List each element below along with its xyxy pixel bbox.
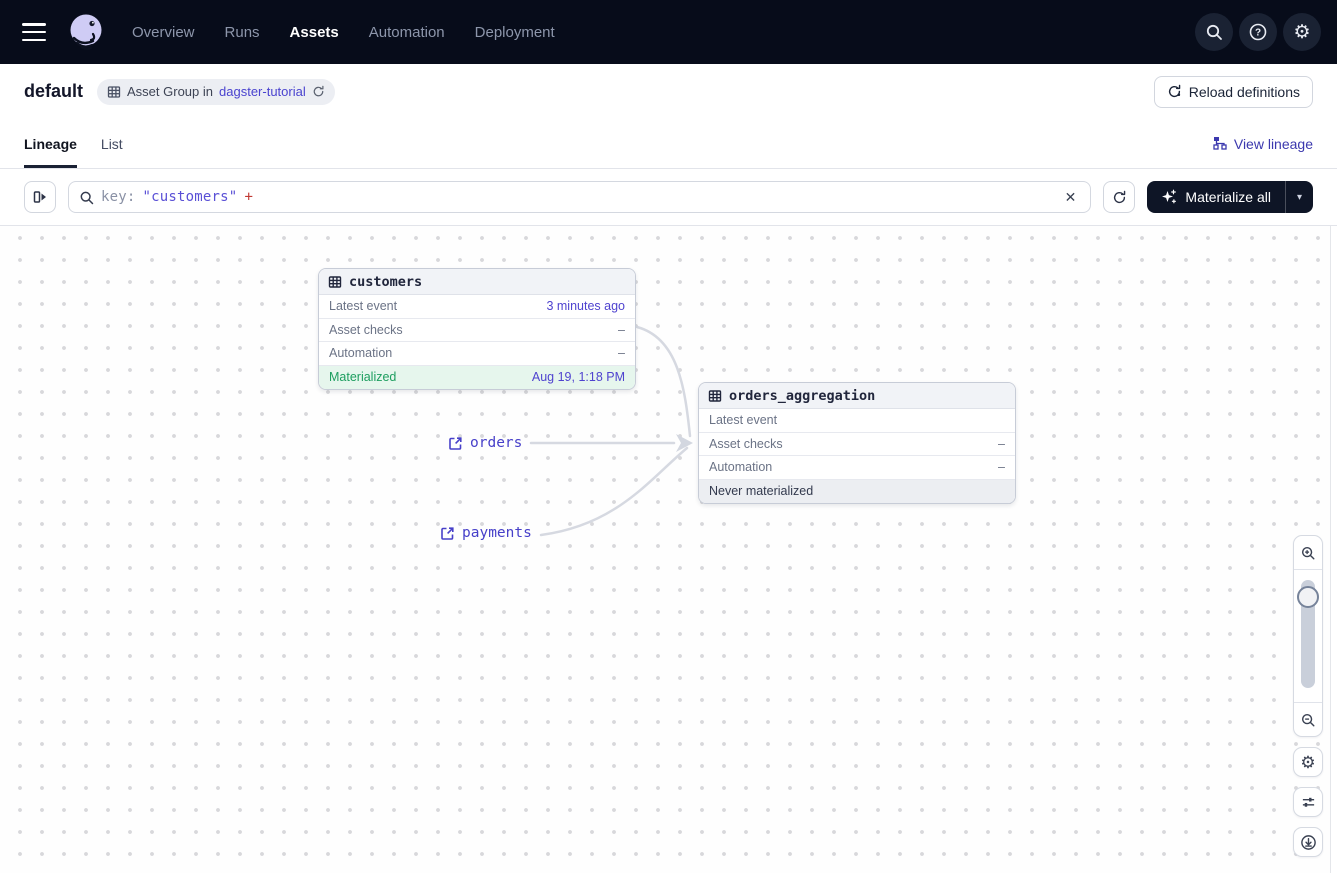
row-label: Latest event	[709, 413, 778, 428]
refresh-graph-icon[interactable]	[1103, 181, 1136, 213]
asset-group-badge: Asset Group in dagster-tutorial	[97, 78, 335, 105]
materialize-dropdown-caret[interactable]: ▾	[1285, 181, 1313, 213]
top-nav: Overview Runs Assets Automation Deployme…	[0, 0, 1337, 64]
materialized-status: Materialized	[329, 370, 397, 385]
badge-prefix: Asset Group in	[127, 84, 214, 99]
row-label: Automation	[329, 346, 393, 361]
nav-item-automation[interactable]: Automation	[368, 23, 445, 41]
row-label: Automation	[709, 460, 773, 475]
asset-node-header[interactable]: orders_aggregation	[699, 383, 1015, 409]
asset-row-asset-checks: Asset checks –	[699, 432, 1015, 456]
lineage-graph-icon	[1213, 137, 1227, 150]
asset-node-customers[interactable]: customers Latest event 3 minutes ago Ass…	[318, 268, 636, 390]
asset-row-automation: Automation –	[699, 456, 1015, 480]
right-panel-divider	[1330, 226, 1337, 873]
row-label: Latest event	[329, 299, 398, 314]
graph-settings-gear-icon[interactable]: ⚙	[1293, 747, 1323, 777]
row-value: –	[618, 346, 625, 361]
materialize-all-label: Materialize all	[1185, 189, 1271, 205]
row-value: –	[998, 436, 1005, 451]
asset-node-header[interactable]: customers	[319, 269, 635, 295]
sparkle-icon	[1162, 189, 1177, 204]
zoom-out-icon[interactable]	[1294, 703, 1322, 736]
reload-definitions-label: Reload definitions	[1188, 83, 1300, 100]
asset-node-orders-aggregation[interactable]: orders_aggregation Latest event Asset ch…	[698, 382, 1016, 504]
graph-filters-icon[interactable]	[1293, 787, 1323, 817]
asset-row-automation: Automation –	[319, 342, 635, 366]
external-asset-link-payments[interactable]: payments	[440, 525, 532, 541]
recenter-graph-icon[interactable]	[1293, 827, 1323, 857]
view-lineage-link[interactable]: View lineage	[1213, 136, 1313, 152]
external-asset-link-orders[interactable]: orders	[448, 435, 522, 451]
asset-row-never-materialized: Never materialized	[699, 479, 1015, 503]
gear-icon[interactable]: ⚙	[1283, 13, 1321, 51]
clear-search-icon[interactable]: ✕	[1064, 188, 1077, 205]
asset-row-materialized: Materialized Aug 19, 1:18 PM	[319, 365, 635, 389]
row-label: Asset checks	[329, 322, 403, 337]
nav-item-assets[interactable]: Assets	[289, 23, 339, 41]
external-link-icon	[441, 526, 454, 540]
reload-definitions-button[interactable]: Reload definitions	[1153, 75, 1313, 108]
search-token-value: "customers"	[142, 189, 238, 205]
lineage-graph-canvas[interactable]: customers Latest event 3 minutes ago Ass…	[0, 226, 1337, 873]
external-asset-label: orders	[470, 435, 523, 451]
refresh-icon[interactable]	[312, 85, 325, 98]
nav-item-deployment[interactable]: Deployment	[474, 23, 555, 41]
primary-nav: Overview Runs Assets Automation Deployme…	[132, 24, 555, 41]
asset-row-asset-checks: Asset checks –	[319, 318, 635, 342]
asset-row-latest-event: Latest event 3 minutes ago	[319, 295, 635, 319]
tab-lineage[interactable]: Lineage	[24, 119, 77, 168]
lineage-edges	[529, 325, 693, 537]
latest-event-link[interactable]: 3 minutes ago	[546, 299, 625, 314]
nav-item-overview[interactable]: Overview	[132, 23, 195, 41]
materialize-all-split-button: Materialize all ▾	[1147, 181, 1313, 213]
tab-list[interactable]: List	[100, 135, 123, 152]
zoom-control-group	[1293, 535, 1323, 737]
row-value: –	[998, 460, 1005, 475]
help-icon[interactable]: ?	[1239, 13, 1277, 51]
dagster-logo-icon[interactable]	[66, 12, 106, 52]
nav-item-runs[interactable]: Runs	[224, 23, 260, 41]
zoom-slider[interactable]	[1294, 570, 1322, 702]
asset-search-input[interactable]: key: "customers" + ✕	[68, 181, 1092, 213]
search-icon	[80, 191, 94, 204]
asset-name: orders_aggregation	[729, 387, 876, 404]
page-header: default Asset Group in dagster-tutorial …	[0, 64, 1337, 119]
external-link-icon	[449, 436, 462, 450]
row-label: Asset checks	[709, 436, 783, 451]
materialize-all-button[interactable]: Materialize all	[1147, 181, 1285, 213]
asset-name: customers	[349, 273, 423, 290]
view-lineage-label: View lineage	[1233, 135, 1313, 152]
search-token-plus: +	[244, 189, 254, 205]
asset-row-latest-event: Latest event	[699, 409, 1015, 433]
reload-icon	[1168, 84, 1180, 98]
tabs-row: Lineage List View lineage	[0, 119, 1337, 169]
table-icon	[708, 389, 722, 402]
code-location-link[interactable]: dagster-tutorial	[219, 84, 306, 99]
hamburger-menu-icon[interactable]	[22, 23, 46, 41]
external-asset-label: payments	[462, 525, 532, 541]
row-value: –	[618, 322, 625, 337]
search-token-key: key:	[101, 189, 136, 205]
expand-panel-icon[interactable]	[24, 181, 56, 213]
materialized-date-link[interactable]: Aug 19, 1:18 PM	[531, 370, 625, 385]
search-icon[interactable]	[1195, 13, 1233, 51]
never-materialized-status: Never materialized	[709, 484, 814, 499]
table-icon	[107, 85, 121, 98]
zoom-in-icon[interactable]	[1294, 536, 1322, 569]
page-title: default	[24, 81, 84, 101]
lineage-toolbar: key: "customers" + ✕ Materialize all ▾	[0, 169, 1337, 226]
svg-text:?: ?	[1255, 28, 1261, 39]
zoom-slider-thumb[interactable]	[1297, 586, 1319, 608]
table-icon	[328, 275, 342, 288]
